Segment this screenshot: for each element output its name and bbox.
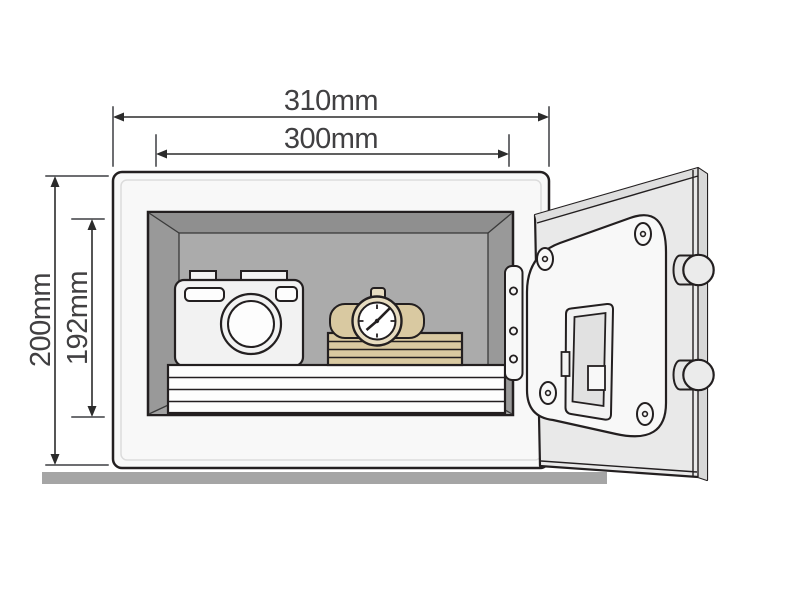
document-stack-layer-lines [168,376,505,403]
arrow-up-icon [50,176,60,187]
door-corner-washers [536,222,654,426]
perspective-corner-lines [148,212,513,415]
washer-icon [636,402,654,426]
battery-cover-plate [571,311,607,408]
dimension-outer-height: 200mm [25,175,109,466]
dimension-inner-height: 192mm [62,218,105,418]
locking-bolt-bottom [672,358,715,392]
hinge-pin-icon [508,286,518,296]
hinge-pin-icon [508,326,518,336]
arrow-left-icon [113,112,124,122]
locking-bolts [672,253,715,392]
dimension-annotations: 310mm 300mm 200mm 192mm [25,85,550,466]
washer-icon [539,381,557,405]
washer-icon [536,247,554,271]
dimension-inner-width: 300mm [155,123,510,167]
battery-cover [560,302,615,421]
outer-height-label: 200mm [25,273,57,367]
battery-cover-latch [560,351,571,377]
outer-width-label: 310mm [284,85,378,117]
hinge [504,265,524,381]
inner-height-extension-lines [71,218,105,418]
floor-line [42,472,607,484]
camera [173,270,305,368]
arrow-up-icon [87,219,97,230]
hinge-pin-icon [508,354,518,364]
door-slab-edge-lines [536,168,699,477]
watch-hands [365,307,391,331]
wristwatch [329,287,425,347]
dimension-outer-width: 310mm [112,85,550,167]
door-slab-right-edge [698,168,707,480]
arrow-down-icon [50,454,60,465]
camera-flash [275,286,298,302]
hinge-strip [504,265,524,381]
safe-body [111,170,551,470]
outer-height-extension-lines [45,175,109,466]
watch-face-ticks [359,304,395,338]
inner-width-label: 300mm [284,123,378,155]
washer-icon [634,222,652,246]
arrow-left-icon [156,149,167,159]
battery-cover-slot [587,365,606,391]
box-stack-layer-lines [328,340,462,359]
door-slab-top-bevel [535,168,698,223]
locking-bolt-top [672,253,715,287]
camera-viewfinder [184,287,225,302]
inner-width-extension-lines [155,134,510,167]
safe-door [504,166,715,482]
document-stack [166,363,507,415]
watch-center-pin [374,318,380,324]
camera-lens-inner [227,300,275,348]
interior-ceiling [149,213,512,233]
arrow-down-icon [87,406,97,417]
inner-height-label: 192mm [62,271,94,365]
outer-width-extension-lines [112,106,550,167]
arrow-right-icon [498,149,509,159]
arrow-right-icon [538,112,549,122]
